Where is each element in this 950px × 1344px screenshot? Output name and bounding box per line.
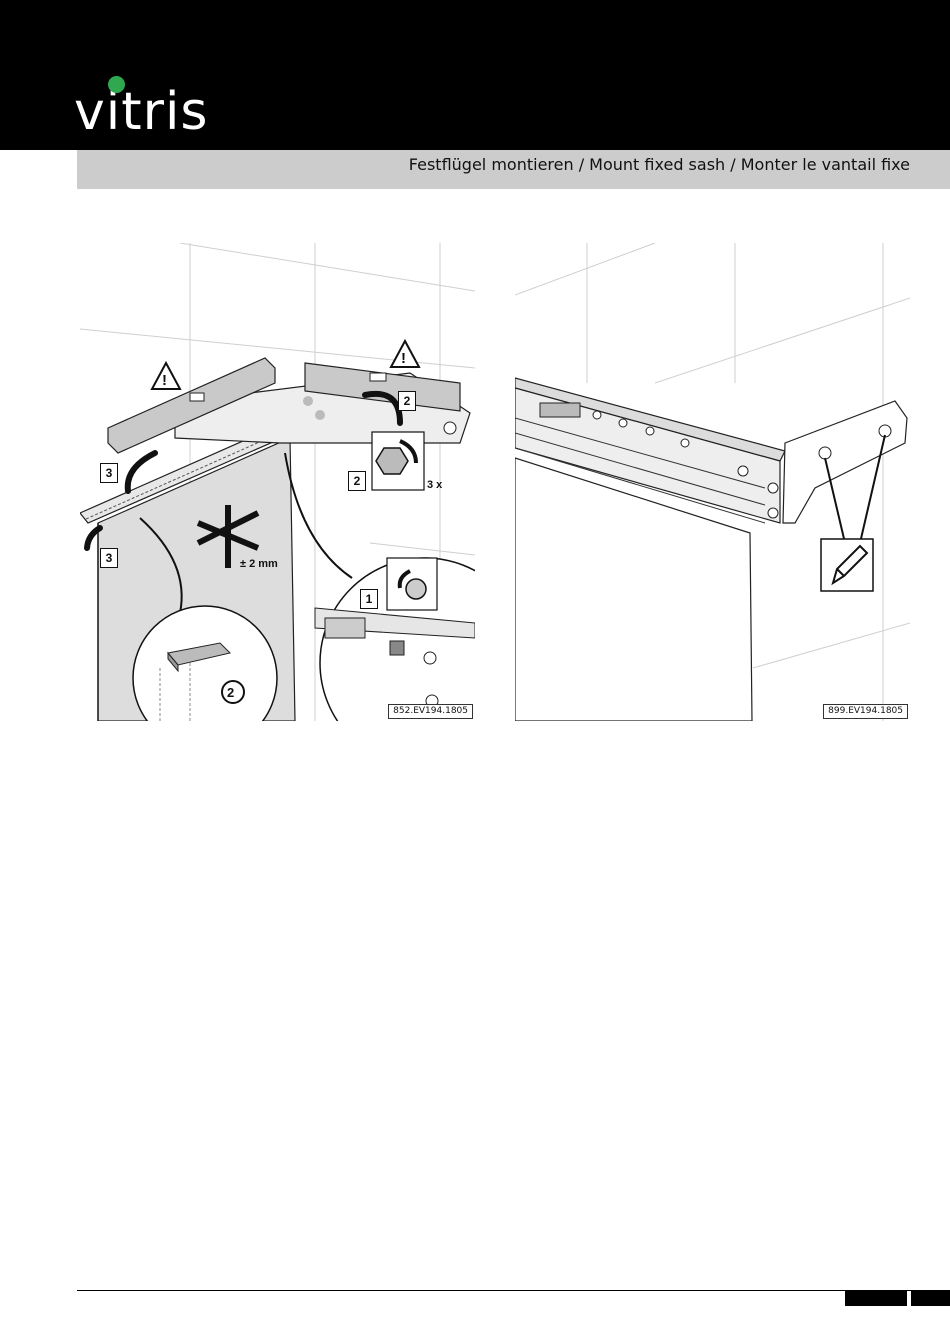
vitris-logo: vitris <box>74 72 234 142</box>
page-title: Festflügel montieren / Mount fixed sash … <box>409 154 910 176</box>
mounting-bracket <box>783 401 907 523</box>
footer-block <box>845 1290 907 1306</box>
step-badge: 2 <box>398 391 416 411</box>
hex-bolt-icon <box>376 448 408 474</box>
right-illustration <box>515 243 910 721</box>
svg-text:!: ! <box>401 350 406 367</box>
tolerance-label: ± 2 mm <box>240 558 278 570</box>
figure-ref: 899.EV194.1805 <box>823 704 908 719</box>
footer-block <box>911 1290 950 1306</box>
callout-number: 2 <box>227 685 234 700</box>
footer-rule <box>77 1290 950 1291</box>
step-badge: 3 <box>100 548 118 568</box>
figure-left: ! ! <box>80 243 475 721</box>
title-band: Festflügel montieren / Mount fixed sash … <box>77 150 950 189</box>
header-bar: vitris <box>0 0 950 150</box>
logo-text: vitris <box>74 82 209 142</box>
svg-text:!: ! <box>162 372 167 389</box>
allen-screw-icon <box>406 579 426 599</box>
step-badge: 3 <box>100 463 118 483</box>
logo-dot <box>108 76 125 93</box>
figure-right: 899.EV194.1805 <box>515 243 910 721</box>
step-badge: 1 <box>360 589 378 609</box>
step-badge: 2 <box>348 471 366 491</box>
figure-ref: 852.EV194.1805 <box>388 704 473 719</box>
left-illustration: ! ! <box>80 243 475 721</box>
times-label: 3 x <box>427 479 442 491</box>
